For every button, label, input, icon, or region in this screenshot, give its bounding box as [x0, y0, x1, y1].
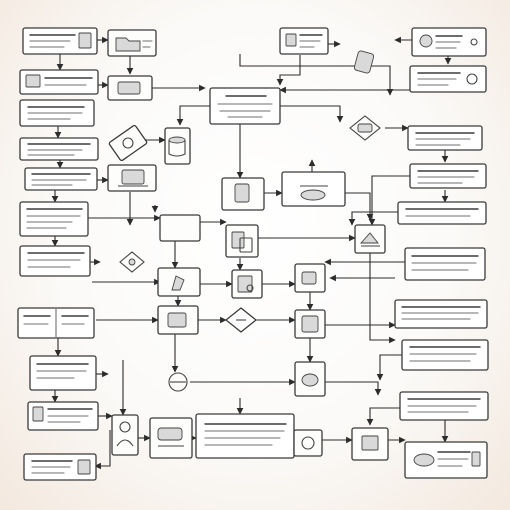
- flow-node-r10: [399, 391, 489, 421]
- flow-node-n5: [107, 29, 157, 57]
- clipboard-icon: [77, 459, 91, 475]
- flow-node-n1: [22, 27, 98, 55]
- flow-node-r3: [349, 115, 381, 141]
- flow-node-n3: [19, 99, 95, 127]
- flow-node-n2: [19, 69, 99, 95]
- flow-node-n21: [111, 414, 139, 456]
- document-icon: [78, 32, 92, 49]
- flow-node-n31: [157, 305, 199, 335]
- flow-node-n13: [164, 127, 191, 165]
- flow-node-n19: [281, 171, 346, 207]
- document-icon: [234, 183, 250, 203]
- connector: [366, 407, 400, 426]
- stamp-icon: [353, 50, 375, 74]
- clipboard-icon: [301, 315, 319, 333]
- printer-icon: [361, 435, 379, 451]
- document-icon: [118, 169, 148, 187]
- flow-node-n29: [353, 50, 375, 74]
- database-icon: [301, 271, 317, 285]
- printer-icon: [413, 453, 435, 467]
- flow-node-n20: [119, 251, 145, 273]
- flow-node-n8: [107, 75, 153, 101]
- warning-icon: [466, 73, 478, 85]
- document-icon: [32, 406, 44, 422]
- flow-node-n9: [19, 245, 91, 277]
- flow-node-n16: [107, 164, 157, 192]
- flow-node-r6: [397, 201, 487, 225]
- user-icon: [116, 421, 134, 447]
- connectors: [51, 36, 452, 470]
- puzzle-icon: [349, 115, 381, 141]
- chart-icon: [168, 372, 188, 392]
- flow-node-n18: [209, 87, 281, 125]
- flow-node-n32: [294, 309, 326, 339]
- flow-node-r9: [401, 339, 489, 371]
- connector: [239, 54, 394, 96]
- mail-icon: [285, 33, 297, 47]
- flow-node-n17: [279, 27, 329, 55]
- document-icon: [167, 312, 187, 328]
- flow-node-r1: [411, 27, 487, 57]
- flow-node-n33: [294, 361, 326, 397]
- connector: [368, 175, 410, 226]
- connector: [325, 381, 382, 396]
- flow-node-n12: [108, 124, 148, 162]
- flow-node-center-bottom: [195, 413, 295, 459]
- flow-node-n34: [168, 372, 188, 392]
- flow-node-r2: [409, 65, 487, 93]
- flow-node-n14: [27, 401, 99, 431]
- flow-node-n24: [225, 224, 259, 258]
- gear-icon: [122, 137, 134, 149]
- flow-node-n6: [24, 167, 98, 191]
- decision-diamond: [225, 307, 257, 333]
- connector: [276, 55, 301, 86]
- folder-icon: [115, 37, 153, 52]
- flow-node-n10: [17, 307, 95, 339]
- printer-icon: [25, 74, 41, 88]
- mail-icon: [301, 373, 319, 387]
- database-icon: [168, 136, 186, 157]
- chart-icon: [157, 427, 184, 447]
- flow-node-r4: [407, 125, 483, 151]
- folder-icon: [237, 275, 254, 293]
- gear-icon: [301, 436, 315, 450]
- connector: [176, 105, 210, 126]
- connector: [345, 192, 374, 221]
- connector: [376, 354, 402, 381]
- flow-node-n26: [354, 224, 386, 254]
- connector: [369, 252, 396, 344]
- flow-node-n15: [23, 453, 97, 481]
- flow-node-bottom-icon-b: [351, 427, 389, 461]
- flow-node-n27: [157, 267, 201, 297]
- flow-node-n4: [19, 137, 99, 161]
- flow-node-r8: [394, 299, 488, 329]
- clipboard-icon: [231, 231, 253, 253]
- flow-node-n23: [149, 417, 193, 459]
- flow-node-n11: [29, 355, 97, 391]
- flow-node-n28: [231, 269, 263, 299]
- flow-node-n30: [294, 263, 326, 293]
- flow-node-r5: [409, 163, 487, 189]
- flow-node-n22: [221, 177, 265, 211]
- puzzle-icon: [300, 185, 328, 201]
- connector: [94, 430, 111, 470]
- flow-node-r7: [404, 247, 486, 281]
- flow-node-r11: [404, 441, 488, 479]
- flow-node-bottom-icon-a: [293, 429, 323, 457]
- mail-icon: [359, 232, 380, 247]
- warning-icon: [171, 275, 185, 291]
- connector: [280, 105, 344, 123]
- clipboard-icon: [119, 251, 145, 273]
- printer-icon: [117, 81, 141, 95]
- user-icon: [419, 34, 433, 48]
- flow-node-n7: [19, 201, 89, 237]
- connector: [348, 211, 398, 226]
- flow-node-n25: [159, 214, 201, 242]
